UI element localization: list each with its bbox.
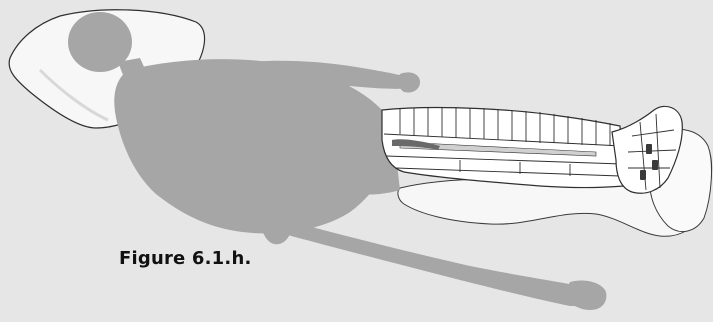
figure-caption: Figure 6.1.h. [119, 248, 252, 269]
compression-garment [382, 107, 624, 188]
